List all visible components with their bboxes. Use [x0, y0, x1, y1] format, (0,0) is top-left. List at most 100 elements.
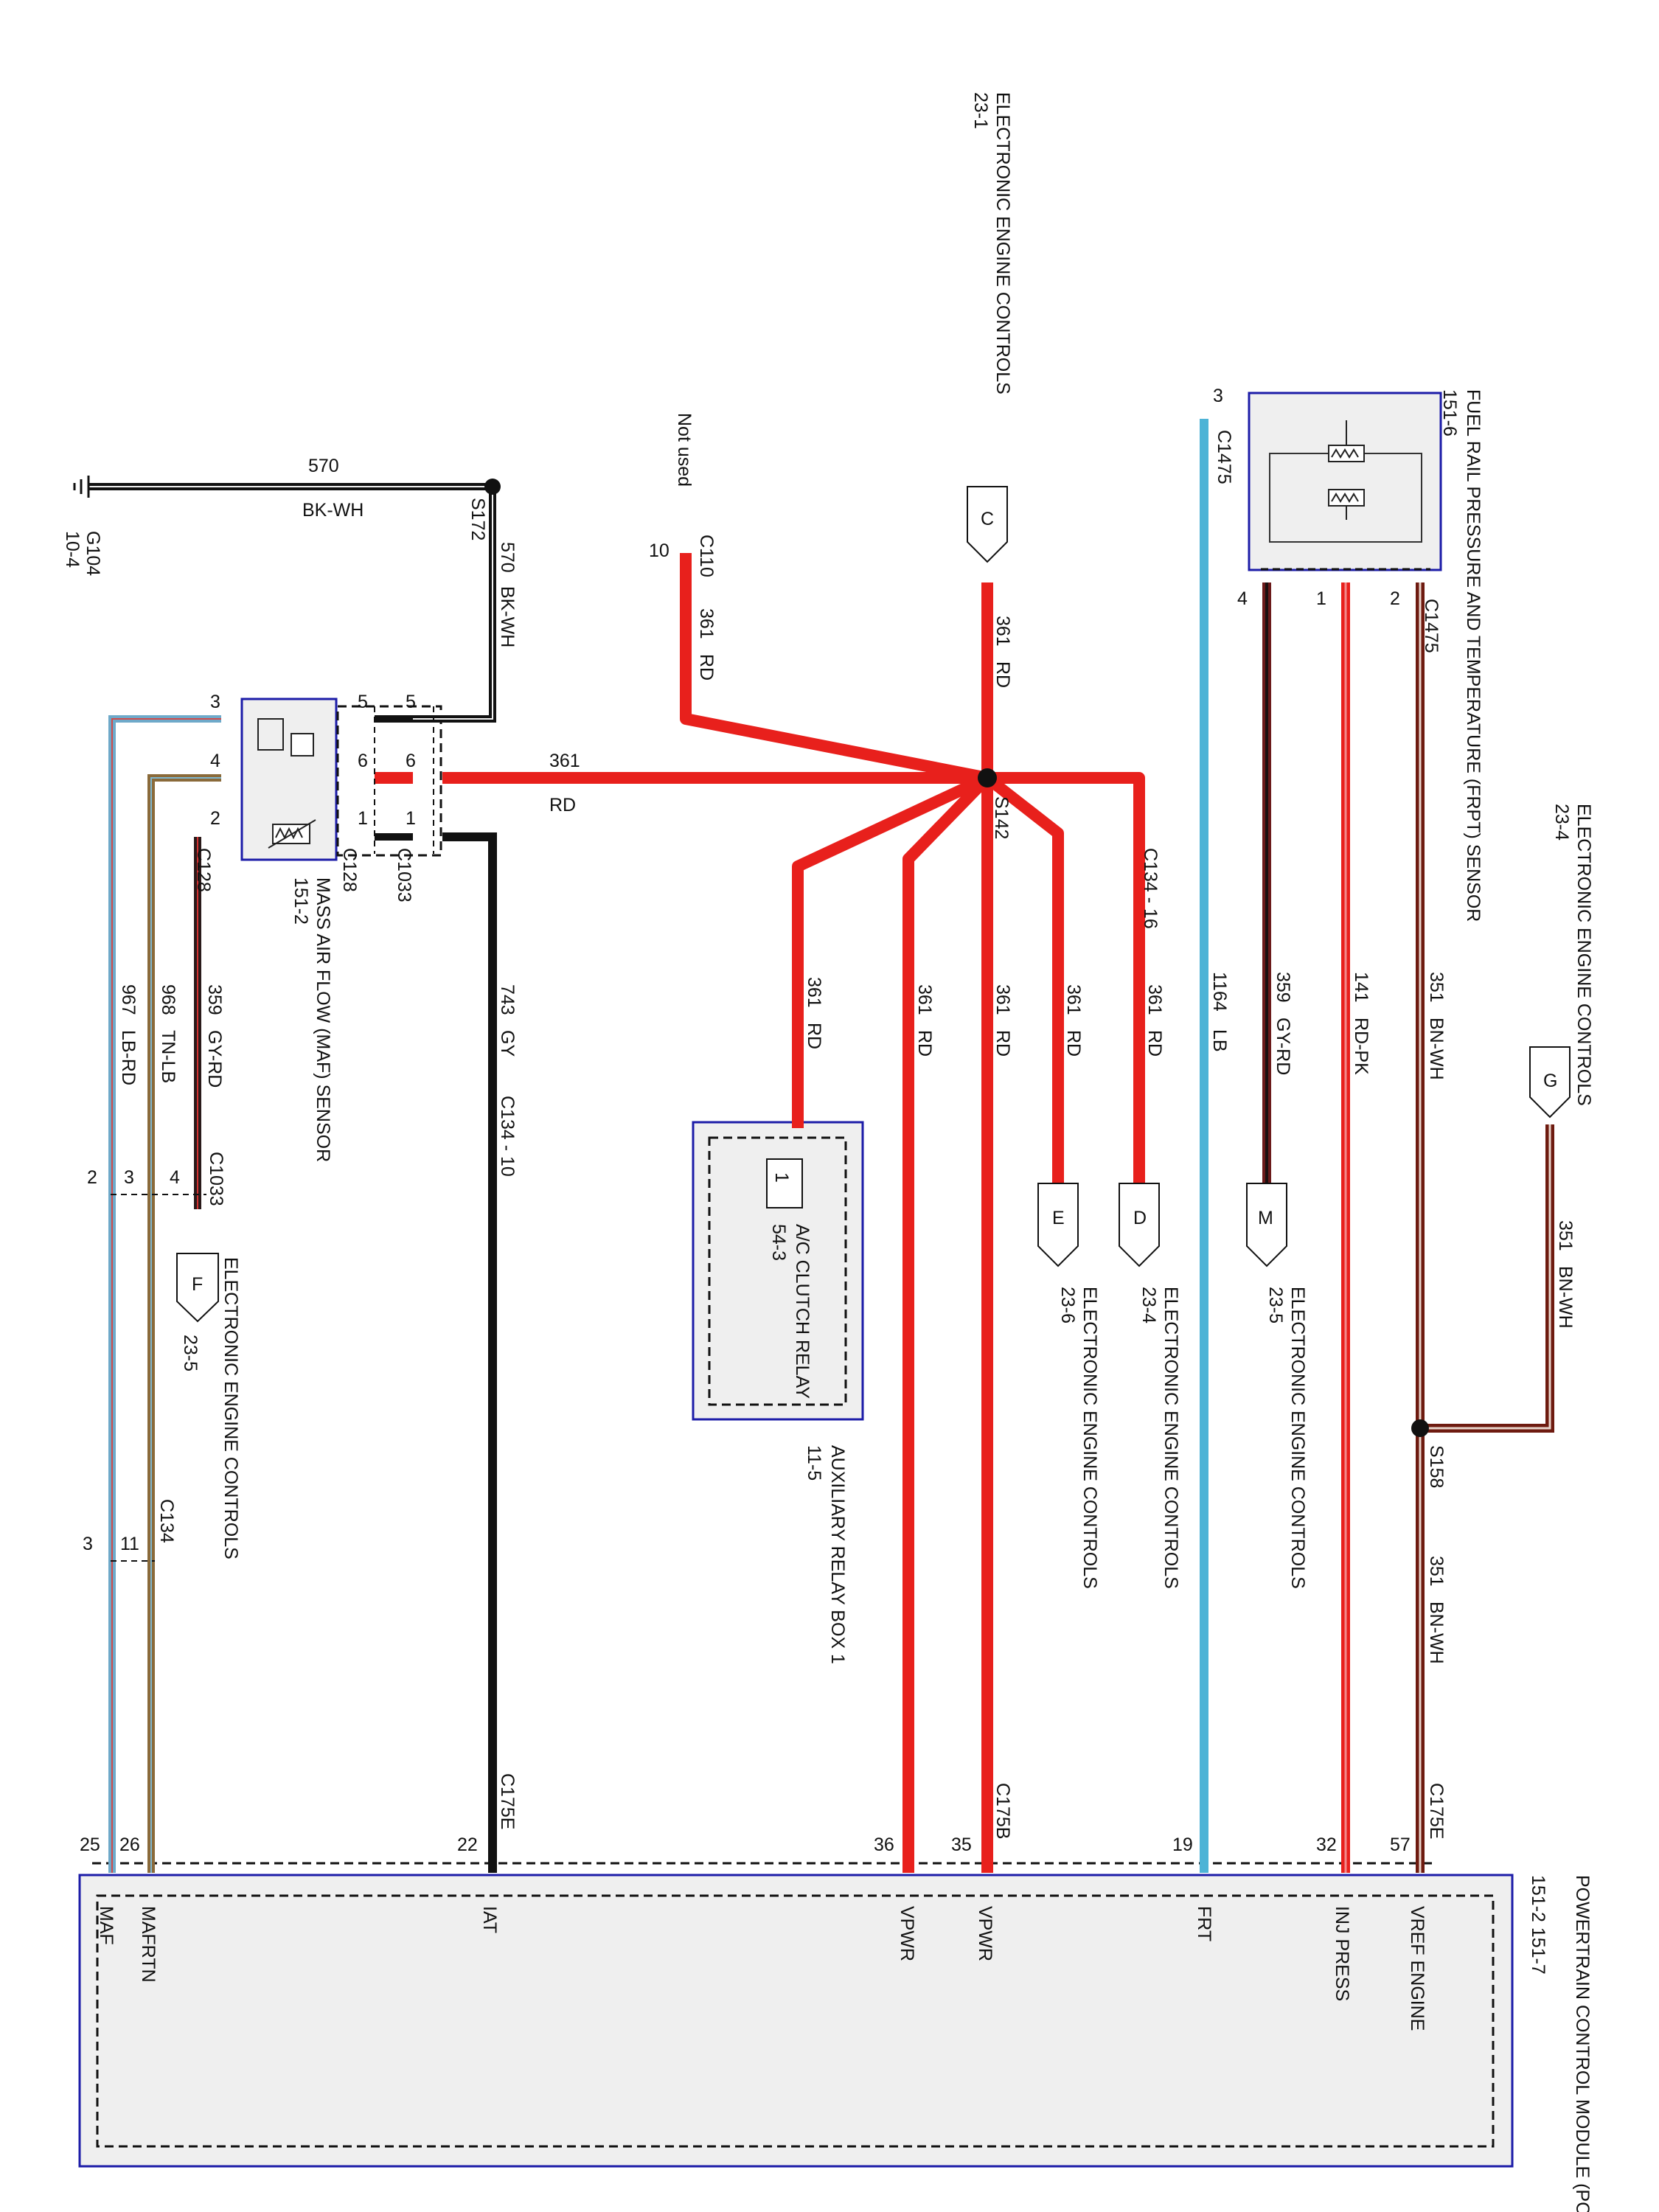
pin-frpt-4: 4: [1237, 588, 1248, 609]
conn-c1033-upper: C1033: [394, 848, 414, 902]
wire-570-bk-wh: [88, 483, 496, 723]
pin-c1033-6: 6: [406, 751, 416, 771]
wire-label-968-color: TN-LB: [158, 1030, 178, 1083]
wire-label-351-lower-circuit: 351: [1426, 1556, 1447, 1587]
conn-c134-10: C134 - 10: [497, 1096, 518, 1177]
wire-label-570-vert: 570 BK-WH: [497, 542, 518, 647]
wire-label-968: 968 TN-LB: [158, 984, 178, 1083]
wire-label-361-e-color: RD: [1063, 1030, 1084, 1057]
pcm-pin-maf: MAF: [96, 1906, 116, 1945]
aux-relay-label: AUXILIARY RELAY BOX 1 11-5: [804, 1445, 848, 1664]
pin-c134-3: 3: [83, 1534, 93, 1554]
frpt-label-text: FUEL RAIL PRESSURE AND TEMPERATURE (FRPT…: [1463, 389, 1484, 922]
ref-d-ref: 23-4: [1138, 1287, 1159, 1324]
aux-relay-ref: 11-5: [804, 1445, 824, 1481]
pin-c134-11: 11: [120, 1534, 139, 1554]
ref-d: ELECTRONIC ENGINE CONTROLS 23-4: [1138, 1287, 1181, 1589]
wire-label-359-frpt-circuit: 359: [1273, 972, 1293, 1003]
conn-c128-a: C128: [193, 848, 214, 892]
ref-e-label: ELECTRONIC ENGINE CONTROLS: [1079, 1287, 1100, 1589]
offpage-c-letter: C: [981, 509, 994, 529]
wire-label-361-36: 361 RD: [914, 984, 935, 1057]
wire-label-361-horiz-color: RD: [549, 795, 576, 815]
ground-symbol: [73, 476, 90, 498]
maf-label-text: MASS AIR FLOW (MAF) SENSOR: [313, 877, 333, 1162]
pin-maf-5: 5: [358, 692, 368, 712]
wire-label-359-maf: 359 GY-RD: [204, 984, 225, 1088]
not-used-label: Not used: [674, 413, 695, 487]
pcm-label: POWERTRAIN CONTROL MODULE (PCM) 151-2 15…: [1528, 1875, 1593, 2212]
wire-label-967-color: LB-RD: [118, 1030, 139, 1085]
aux-relay-box: [692, 1121, 864, 1421]
frpt-ref: 151-6: [1439, 389, 1460, 437]
ref-g-ref: 23-4: [1551, 804, 1572, 841]
pin-pcm-36: 36: [874, 1834, 894, 1855]
wire-label-361-36-circuit: 361: [914, 984, 935, 1015]
ref-m-label: ELECTRONIC ENGINE CONTROLS: [1287, 1287, 1308, 1589]
offpage-e: E: [1037, 1183, 1079, 1267]
wire-label-141-color: RD-PK: [1351, 1018, 1371, 1075]
ac-relay-pin: 1: [771, 1172, 792, 1183]
wire-label-351-upper-color: BN-WH: [1426, 1018, 1447, 1080]
pin-pcm-32: 32: [1316, 1834, 1337, 1855]
wire-label-361-d-circuit: 361: [1144, 984, 1165, 1015]
wire-label-359-frpt: 359 GY-RD: [1273, 972, 1293, 1075]
wire-label-361-c110-color: RD: [696, 654, 717, 681]
pcm-pin-vpwr-35: VPWR: [975, 1906, 995, 1961]
conn-c175e-b: C175E: [1426, 1783, 1447, 1839]
pcm-module: [78, 1874, 1514, 2168]
wire-label-361-ac-color: RD: [804, 1023, 824, 1049]
wire-label-361-36-color: RD: [914, 1030, 935, 1057]
wire-label-361-c-circuit: 361: [992, 616, 1013, 647]
offpage-c: C: [967, 486, 1008, 563]
wire-label-141-circuit: 141: [1351, 972, 1371, 1003]
pcm-pin-iat: IAT: [479, 1906, 500, 1933]
conn-c175e-a: C175E: [497, 1773, 518, 1829]
wire-label-361-35-circuit: 361: [992, 984, 1013, 1015]
ref-m: ELECTRONIC ENGINE CONTROLS 23-5: [1265, 1287, 1308, 1589]
pin-pcm-19: 19: [1172, 1834, 1193, 1855]
wire-351-bn-wh-branch: [1420, 1124, 1554, 1433]
conn-c134-16: C134 - 16: [1140, 848, 1161, 929]
wire-label-351-upper-circuit: 351: [1426, 972, 1447, 1003]
s172-splice-dot: [484, 479, 501, 495]
wire-968-tn-lb: [147, 774, 221, 1873]
maf-sensor: [240, 698, 442, 861]
pcm-label-text: POWERTRAIN CONTROL MODULE (PCM): [1572, 1875, 1593, 2212]
pin-pcm-26: 26: [119, 1834, 140, 1855]
wire-743-gy: [442, 832, 497, 1873]
wire-label-361-c: 361 RD: [992, 616, 1013, 688]
wire-label-351-lower: 351 BN-WH: [1426, 1556, 1447, 1664]
pcm-pin-vref-engine: VREF ENGINE: [1407, 1906, 1427, 2031]
pin-c1033b-4: 4: [170, 1167, 180, 1188]
conn-c1475-a: C1475: [1214, 430, 1234, 484]
ground-label: G104 10-4: [62, 531, 103, 576]
wire-361-rd-network: [375, 553, 1145, 1873]
pin-frpt-1: 1: [1316, 588, 1326, 609]
wire-label-1164-circuit: 1164: [1209, 972, 1230, 1012]
ref-g: ELECTRONIC ENGINE CONTROLS 23-4: [1551, 804, 1594, 1106]
conn-c128-b: C128: [339, 848, 360, 892]
splice-s172: S172: [467, 498, 488, 540]
wire-label-743: 743 GY: [497, 984, 518, 1057]
pin-c1033-5: 5: [406, 692, 416, 712]
wire-label-351-g-circuit: 351: [1555, 1220, 1576, 1251]
wire-label-141: 141 RD-PK: [1351, 972, 1371, 1075]
offpage-d: D: [1119, 1183, 1160, 1267]
ref-e-ref: 23-6: [1057, 1287, 1078, 1324]
wire-label-361-35-color: RD: [992, 1030, 1013, 1057]
wire-label-351-lower-color: BN-WH: [1426, 1601, 1447, 1664]
conn-c110: C110: [696, 535, 717, 577]
wire-label-361-c110-circuit: 361: [696, 608, 717, 639]
wire-label-351-g: 351 BN-WH: [1555, 1220, 1576, 1329]
s158-splice-dot: [1411, 1419, 1429, 1437]
conn-c175b: C175B: [992, 1783, 1013, 1839]
s142-splice-dot: [978, 768, 997, 787]
wire-label-967-circuit: 967: [118, 984, 139, 1015]
pin-c110: 10: [649, 540, 669, 561]
splice-s142: S142: [991, 796, 1012, 839]
conn-c1475-b: C1475: [1421, 599, 1441, 653]
offpage-g-letter: G: [1543, 1071, 1557, 1091]
wire-label-361-e-circuit: 361: [1063, 984, 1084, 1015]
pin-c1033b-2: 2: [87, 1167, 97, 1188]
